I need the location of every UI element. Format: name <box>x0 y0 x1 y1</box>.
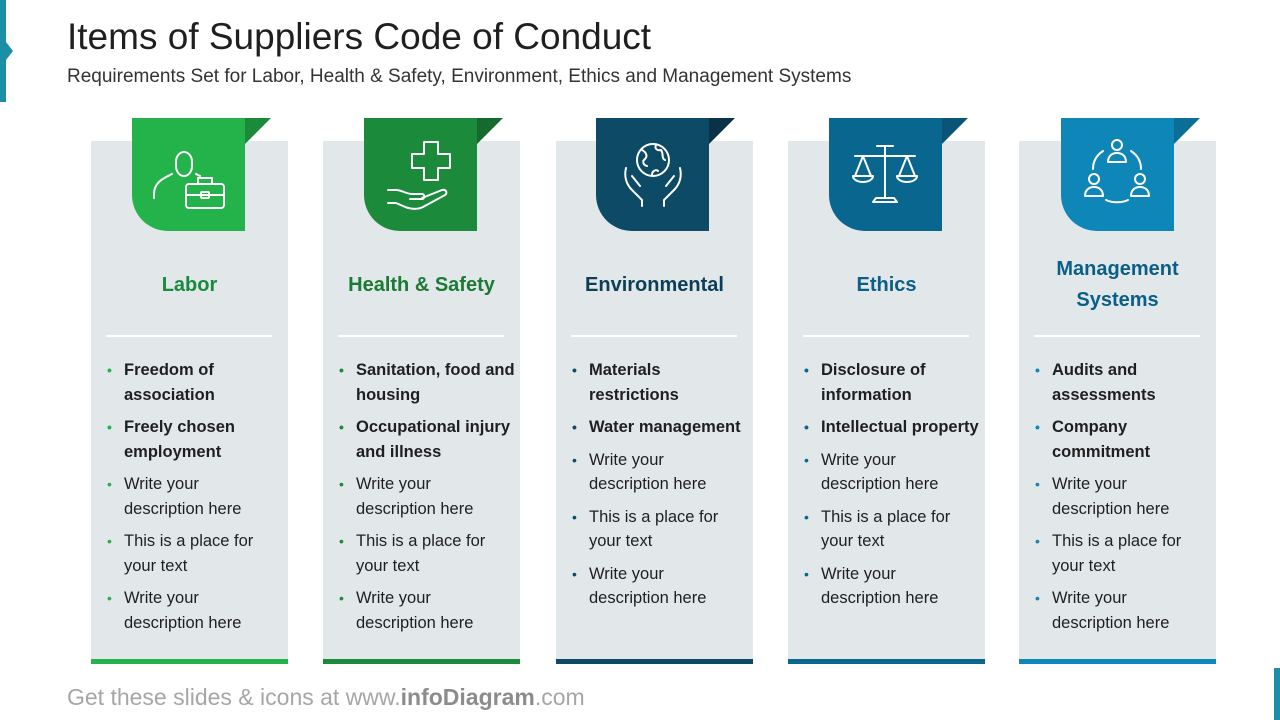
item-list: •Disclosure of information •Intellectual… <box>802 358 980 619</box>
left-accent-bar <box>0 0 6 102</box>
fold-corner <box>477 118 503 144</box>
fold-corner <box>942 118 968 144</box>
hand-medical-cross-icon <box>364 118 477 231</box>
list-item: •This is a place for your text <box>339 532 486 575</box>
list-item: •Write your description here <box>107 475 242 518</box>
card-health-safety: Health & Safety •Sanitation, food and ho… <box>323 141 520 664</box>
card-title: Ethics <box>856 273 917 296</box>
divider <box>1034 335 1200 337</box>
list-item: •Write your description here <box>1035 475 1170 518</box>
list-item: •Write your description here <box>107 589 242 632</box>
card-title: Labor <box>161 273 218 296</box>
list-item: •Occupational injury and illness <box>339 418 511 461</box>
list-item: •This is a place for your text <box>572 507 719 551</box>
divider <box>571 335 737 337</box>
list-item: •Write your description here <box>339 589 474 632</box>
list-item: •Write your description here <box>1035 589 1170 632</box>
item-list: •Audits and assessments •Company commitm… <box>1033 358 1211 643</box>
list-item: •Write your description here <box>804 564 939 608</box>
list-item: •Write your description here <box>572 450 707 494</box>
card-bottom-line <box>556 659 753 664</box>
balance-scale-icon <box>829 118 942 231</box>
divider <box>338 335 504 337</box>
page-title: Items of Suppliers Code of Conduct <box>67 16 652 57</box>
card-bottom-line <box>788 659 985 664</box>
list-item: •Materials restrictions <box>572 361 679 404</box>
item-list: •Materials restrictions •Water managemen… <box>570 358 748 619</box>
card-bottom-line <box>323 659 520 664</box>
card-title: Health & Safety <box>348 273 495 296</box>
list-item: •Intellectual property <box>804 418 979 436</box>
list-item: •Sanitation, food and housing <box>339 361 515 404</box>
list-item: •Write your description here <box>572 564 707 608</box>
list-item: •This is a place for your text <box>1035 532 1182 575</box>
bottom-right-accent-bar <box>1274 668 1280 720</box>
card-title: Management Systems <box>1056 258 1179 311</box>
list-item: •Write your description here <box>804 450 939 494</box>
list-item: •Water management <box>572 418 741 436</box>
left-accent-notch <box>6 42 13 60</box>
card-bottom-line <box>1019 659 1216 664</box>
card-bottom-line <box>91 659 288 664</box>
list-item: •Write your description here <box>339 475 474 518</box>
fold-corner <box>709 118 735 144</box>
fold-corner <box>1174 118 1200 144</box>
list-item: •Company commitment <box>1035 418 1151 461</box>
fold-corner <box>245 118 271 144</box>
item-list: •Freedom of association •Freely chosen e… <box>105 358 283 643</box>
worker-toolbox-icon <box>132 118 245 231</box>
list-item: •Audits and assessments <box>1035 361 1156 404</box>
divider <box>803 335 969 337</box>
team-network-icon <box>1061 118 1174 231</box>
hands-globe-icon <box>596 118 709 231</box>
card-title: Environmental <box>585 273 724 296</box>
item-list: •Sanitation, food and housing •Occupatio… <box>337 358 515 643</box>
list-item: •This is a place for your text <box>804 507 951 551</box>
page-subtitle: Requirements Set for Labor, Health & Saf… <box>67 66 852 87</box>
list-item: •This is a place for your text <box>107 532 254 575</box>
divider <box>106 335 272 337</box>
list-item: •Disclosure of information <box>804 361 926 404</box>
card-labor: Labor •Freedom of association •Freely ch… <box>91 141 288 664</box>
list-item: •Freely chosen employment <box>107 418 235 461</box>
footer-credit: Get these slides & icons at www.infoDiag… <box>67 684 585 710</box>
list-item: •Freedom of association <box>107 361 215 404</box>
